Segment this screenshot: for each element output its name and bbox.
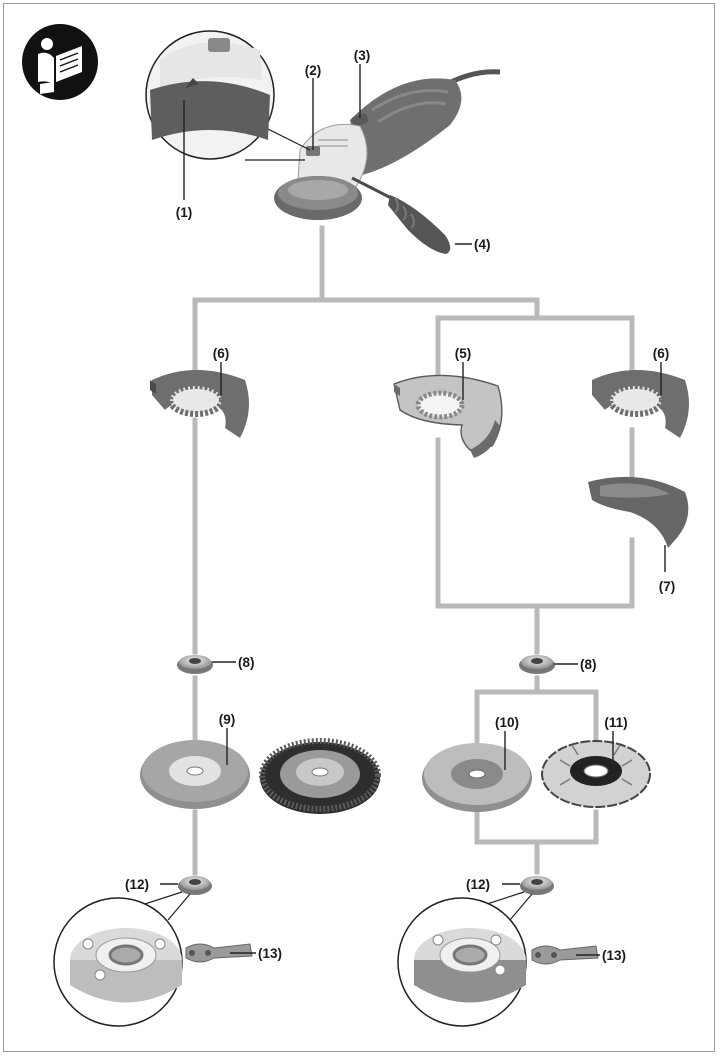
cutting-disc-10 — [422, 743, 532, 812]
zoom-detail-guard-lever — [145, 30, 311, 161]
leader-lines — [160, 64, 666, 956]
cover-7 — [588, 476, 689, 548]
two-pin-spanner-13-left — [185, 943, 253, 963]
label-4: (4) — [474, 237, 491, 252]
flange-8-right — [519, 655, 555, 674]
label-13-left: (13) — [258, 946, 282, 961]
label-7: (7) — [659, 579, 676, 594]
label-6-right: (6) — [653, 346, 670, 361]
flange-8-left — [177, 655, 213, 674]
flap-disc — [259, 738, 381, 814]
grinding-disc-9 — [140, 740, 250, 809]
label-9: (9) — [219, 712, 236, 727]
label-11: (11) — [604, 715, 627, 730]
label-12-left: (12) — [125, 877, 149, 892]
two-pin-spanner-13-right — [531, 945, 599, 965]
label-12-right: (12) — [466, 877, 490, 892]
angle-grinder — [274, 69, 501, 254]
label-2: (2) — [305, 63, 322, 78]
clamping-nut-12-left — [178, 876, 212, 895]
label-10: (10) — [495, 715, 519, 730]
label-8-left: (8) — [238, 655, 255, 670]
label-1: (1) — [176, 205, 193, 220]
connector-lines — [192, 225, 635, 876]
guard-5-cutting — [393, 374, 503, 458]
guard-6-right — [592, 370, 689, 438]
read-manual-icon — [22, 24, 98, 100]
label-3: (3) — [354, 48, 371, 63]
diamond-disc-11 — [541, 740, 651, 808]
clamping-nut-12-right — [520, 876, 554, 895]
zoom-detail-nut-left — [53, 891, 191, 1027]
page-frame — [3, 3, 715, 1052]
guard-6-left — [150, 370, 249, 438]
zoom-detail-nut-right — [397, 891, 533, 1027]
label-8-right: (8) — [580, 657, 597, 672]
label-6-left: (6) — [213, 346, 230, 361]
part-labels: (1) (2) (3) (4) (5) (6) (6) (7) (8) (8) … — [125, 48, 675, 963]
label-5: (5) — [455, 346, 472, 361]
label-13-right: (13) — [602, 948, 626, 963]
